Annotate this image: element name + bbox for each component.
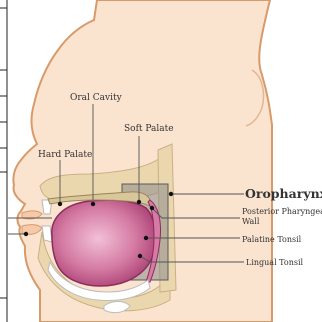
label-posterior-pharyngeal-wall-line1: Posterior Pharyngeal [242, 207, 322, 216]
marker-hard-palate [58, 202, 62, 206]
label-lingual-tonsil: Lingual Tonsil [246, 258, 304, 267]
label-oral-cavity: Oral Cavity [70, 93, 123, 103]
marker-soft-palate [137, 200, 141, 204]
marker-palatine-tonsil [144, 236, 148, 240]
marker-oropharynx [169, 192, 173, 196]
label-posterior-pharyngeal-wall-line2: Wall [242, 217, 260, 226]
lower-teeth [42, 226, 52, 242]
label-palatine-tonsil: Palatine Tonsil [242, 235, 302, 244]
label-hard-palate: Hard Palate [38, 150, 92, 160]
label-oropharynx: Oropharynx [245, 186, 322, 201]
label-soft-palate: Soft Palate [124, 124, 174, 134]
left-frame-edge [0, 0, 7, 322]
tongue [52, 200, 156, 286]
marker-posterior-wall [150, 206, 154, 210]
marker-lips [24, 232, 28, 236]
marker-oral-cavity [91, 202, 95, 206]
marker-lingual-tonsil [138, 254, 142, 258]
